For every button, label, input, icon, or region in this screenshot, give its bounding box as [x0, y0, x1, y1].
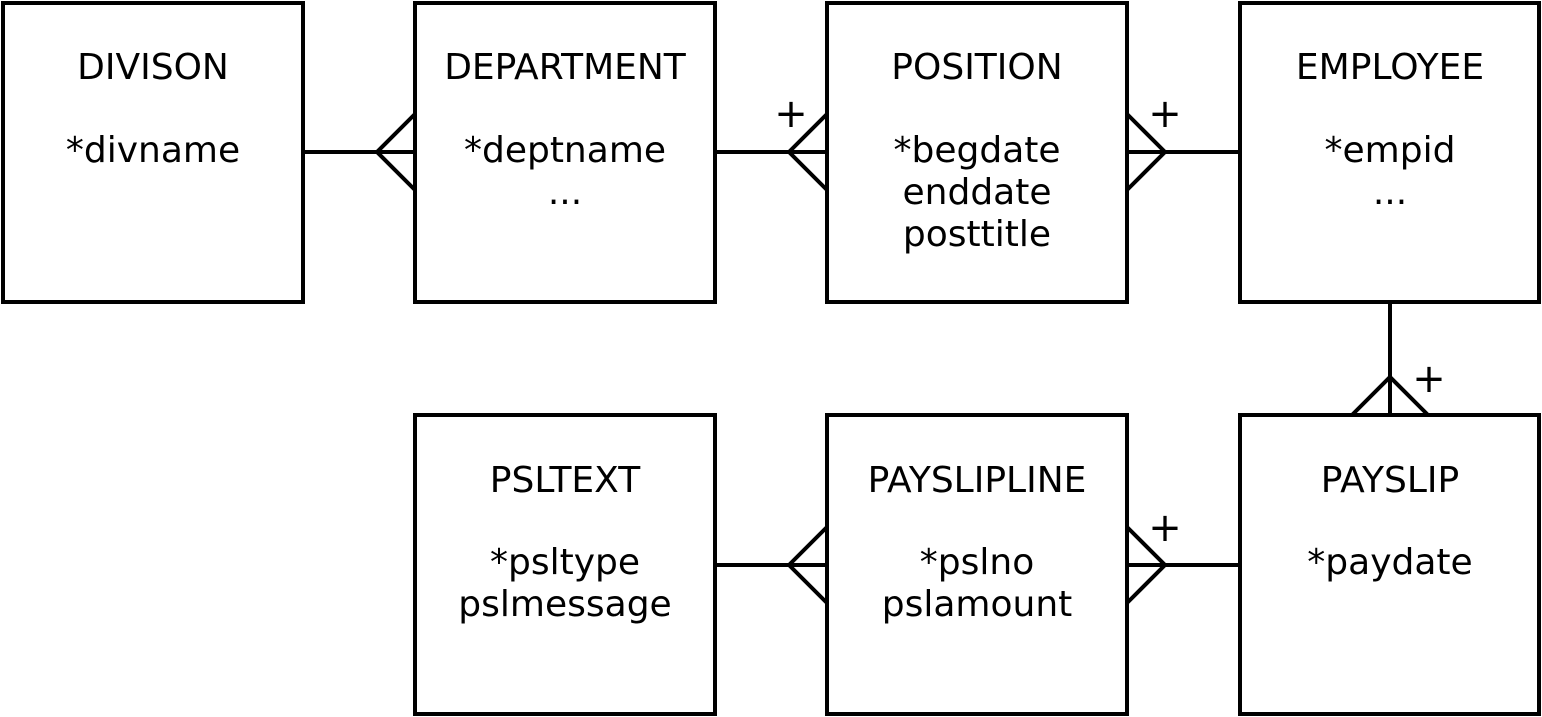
entity-attribute: pslmessage: [458, 584, 671, 625]
crowfoot-many: [374, 112, 417, 192]
entity-title: PAYSLIP: [1321, 460, 1459, 501]
relationship-psltext-payslipline: [715, 525, 829, 605]
entity-position: POSITION *begdate enddate posttitle: [825, 1, 1129, 304]
crowfoot-many: [786, 112, 829, 192]
optional-mark: +: [1412, 356, 1446, 402]
crowfoot-many: [1125, 525, 1168, 605]
entity-title: PSLTEXT: [490, 460, 641, 501]
entity-psltext: PSLTEXT *psltype pslmessage: [413, 413, 717, 716]
entity-attribute: ...: [1373, 172, 1407, 213]
entity-attribute: *deptname: [464, 130, 666, 171]
entity-attribute: *begdate: [893, 130, 1060, 171]
entity-title: EMPLOYEE: [1296, 47, 1484, 88]
entity-title: DEPARTMENT: [444, 47, 687, 88]
entity-attribute: *paydate: [1307, 542, 1472, 583]
entity-attribute: pslamount: [882, 584, 1073, 625]
relationship-position-employee: +: [1125, 91, 1240, 192]
entity-title: DIVISON: [77, 47, 229, 88]
crowfoot-many: [786, 525, 829, 605]
relationship-division-department: [303, 112, 417, 192]
entity-title: POSITION: [891, 47, 1062, 88]
entity-department: DEPARTMENT *deptname ...: [413, 1, 717, 304]
entity-employee: EMPLOYEE *empid ...: [1238, 1, 1541, 304]
entity-attribute: *psltype: [490, 542, 640, 583]
entity-attribute: *empid: [1325, 130, 1456, 171]
relationship-employee-payslip: +: [1350, 302, 1446, 417]
crowfoot-many: [1350, 374, 1430, 417]
entity-payslipline: PAYSLIPLINE *pslno pslamount: [825, 413, 1129, 716]
relationship-payslipline-payslip: +: [1125, 505, 1240, 605]
entity-attribute: *divname: [66, 130, 240, 171]
entity-division: DIVISON *divname: [1, 1, 305, 304]
entity-attribute: *pslno: [920, 542, 1034, 583]
entity-title: PAYSLIPLINE: [868, 460, 1087, 501]
entity-attribute: enddate: [903, 172, 1052, 213]
entity-attribute: ...: [548, 172, 582, 213]
entity-attribute: posttitle: [903, 214, 1051, 255]
relationship-department-position: +: [715, 91, 829, 192]
crowfoot-many: [1125, 112, 1168, 192]
entity-payslip: PAYSLIP *paydate: [1238, 413, 1541, 716]
optional-mark: +: [1148, 505, 1182, 551]
optional-mark: +: [1148, 91, 1182, 137]
optional-mark: +: [774, 91, 808, 137]
